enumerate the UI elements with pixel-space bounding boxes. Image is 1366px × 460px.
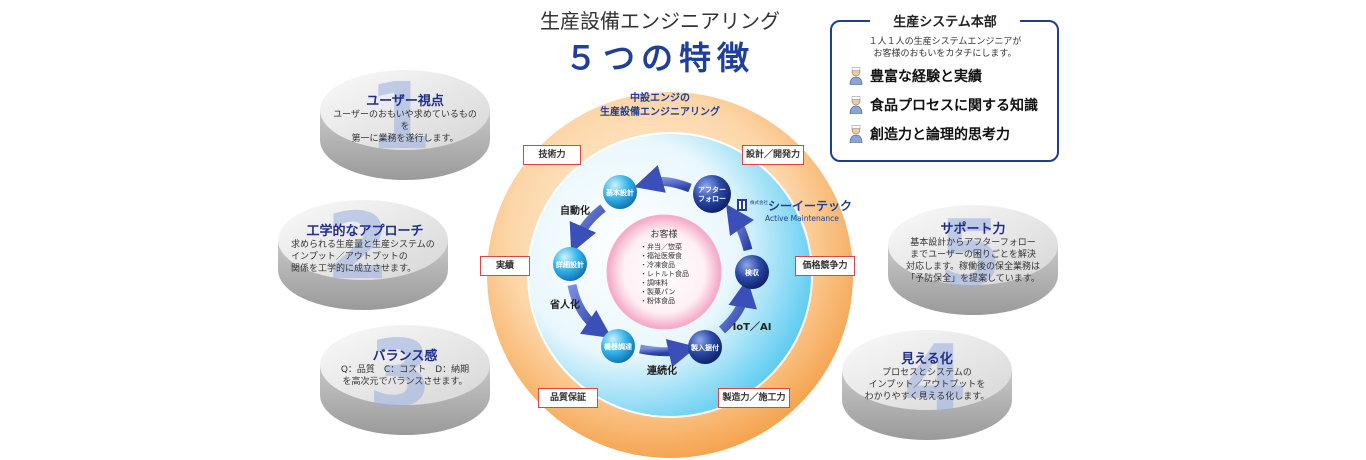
feature-text-2: 工学的なアプローチ 求められる生産量と生産システムの インプット／アウトプットの… [285,220,445,275]
feature-line: 関係を工学的に成立させます。 [291,264,417,274]
hq-desc-line: お客様のおもいをカタチにします。 [873,49,1017,59]
node-label: 基本設計 [605,188,634,197]
page-title: ５つの特徴 [564,39,755,77]
tag-design-development: 設計／開発力 [742,145,804,165]
feature-line: プロセスとシステムの [882,368,972,378]
tag-price-competitiveness: 価格競争力 [795,256,855,276]
customer-title: お客様 [650,228,677,240]
cycle-label-laborsaving: 省人化 [549,298,580,311]
subtitle: 生産設備エンジニアリング [540,9,780,33]
node-label: 詳細設計 [556,260,584,269]
feature-line: ユーザーのおもいや求めているものを [333,110,477,132]
feature-number: 3 [368,320,432,427]
hq-item: 創造力と論理的思考力 [848,124,1053,144]
hq-title: 生産システム本部 [870,11,1020,30]
cycle-label-continuous: 連続化 [647,364,677,377]
feature-line: わかりやすく見える化します。 [864,392,990,402]
feature-text-3: バランス感 Q：品質 C：コスト D：納期 を高次元でバランスさせます。 [330,345,480,388]
node-label: 検収 [745,268,760,277]
center-title-line1: 中設エンジの [630,91,690,104]
feature-title: バランス感 [372,349,438,364]
hq-item-label: 食品プロセスに関する知識 [870,98,1038,114]
arrow-install-to-accept [718,278,757,334]
feature-disk-3: 3 [320,320,490,435]
cycle-label-automation: 自動化 [560,204,590,217]
feature-title: サポート力 [940,222,1006,237]
node-acceptance: 検収 [735,255,769,289]
feature-line: インプット／アウトプットの [291,252,408,262]
feature-title: ユーザー視点 [366,94,444,109]
feature-line: までユーザーの困りごとを解決 [910,250,1036,260]
feature-disk-1: 1 [320,63,490,180]
hq-item-label: 創造力と論理的思考力 [870,127,1010,143]
hq-desc-line: １人１人の生産システムエンジニアが [868,37,1022,47]
arrow-accept-to-after [726,204,754,252]
feature-line: 基本設計からアフターフォロー [910,238,1036,248]
feature-title: 工学的なアプローチ [306,224,424,239]
feature-disk-5: 5 [888,200,1058,315]
feature-line: インプット／アウトプットを [868,380,986,390]
tag-technology: 技術力 [523,145,581,165]
brand-logo-icon [737,199,747,211]
feature-text-4: 見える化 プロセスとシステムの インプット／アウトプットを わかりやすく見える化… [852,348,1002,403]
node-label: 機器調達 [604,342,632,351]
customer-item: ・製菓パン [640,287,675,296]
feature-line: 求められる生産量と生産システムの [291,240,435,250]
feature-line: 対応します。稼働後の保全業務は [905,262,1041,272]
node-after-follow: アフター フォロー [693,175,731,213]
customer-item: ・冷凍食品 [640,260,675,269]
hq-box [830,20,1059,162]
customer-item: ・福祉医療食 [640,251,682,260]
feature-number: 2 [326,193,390,300]
customer-item: ・弁当／惣菜 [640,242,682,251]
hq-description: １人１人の生産システムエンジニアが お客様のおもいをカタチにします。 [845,36,1045,60]
tag-track-record: 実績 [480,256,530,276]
feature-line: 「予防保全」を提案しています。 [906,274,1040,284]
feature-text-5: サポート力 基本設計からアフターフォロー までユーザーの困りごとを解決 対応しま… [898,218,1048,285]
feature-title: 見える化 [901,352,953,367]
hq-item-label: 豊富な経験と実績 [870,69,982,85]
arrow-procure-to-install [639,339,698,368]
person-icon [849,125,863,143]
arrow-after-to-basic [634,165,692,193]
feature-number: 4 [903,325,967,432]
person-icon [849,96,863,114]
customer-item: ・粉体食品 [640,296,675,305]
feature-number: 5 [938,200,1002,307]
feature-text-1: ユーザー視点 ユーザーのおもいや求めているものを 第一に業務を遂行します。 [330,90,480,145]
cycle-label-iot: IoT／AI [733,320,772,333]
tag-manufacturing: 製造力／施工力 [718,388,790,408]
arrow-basic-to-detail [569,204,606,254]
node-procurement: 機器調達 [601,329,635,363]
brand-prefix: 株式会社 [750,199,768,206]
brand-tagline: Active Maintenance [765,214,839,223]
customer-item: ・レトルト食品 [640,269,689,278]
hq-item: 食品プロセスに関する知識 [848,95,1053,115]
feature-line: Q：品質 C：コスト D：納期 [340,365,470,375]
center-title-line2: 生産設備エンジニアリング [600,105,720,118]
node-installation: 製入据付 [688,330,722,364]
brand-mark: 株式会社 シーイーテック Active Maintenance [737,199,852,223]
node-label-line1: アフター [698,185,726,194]
tag-quality-assurance: 品質保証 [538,388,598,408]
node-basic-design: 基本設計 [603,175,637,209]
customer-item: ・調味料 [640,278,668,287]
hq-item: 豊富な経験と実績 [848,66,1053,86]
node-label-line2: フォロー [698,195,726,203]
person-icon [849,67,863,85]
node-label: 製入据付 [690,343,719,352]
feature-line: を高次元でバランスさせます。 [342,377,468,387]
arrow-detail-to-procure [567,284,612,339]
brand-name: シーイーテック [768,199,852,213]
feature-number: 1 [368,63,432,170]
feature-line: 第一に業務を遂行します。 [351,134,459,144]
customer-core [606,214,722,330]
feature-disk-4: 4 [842,325,1012,440]
feature-disk-2: 2 [278,193,448,310]
node-detail-design: 詳細設計 [553,247,587,281]
